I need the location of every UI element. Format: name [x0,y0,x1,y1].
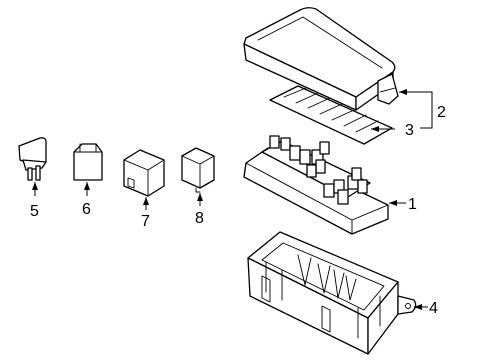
callout-7: 7 [141,213,150,230]
fuse-block-modules [269,135,368,205]
leader-lines [32,89,433,310]
lower-housing [247,231,417,355]
callout-5: 5 [30,203,39,220]
callout-4: 4 [429,300,438,317]
callout-8: 8 [195,210,204,227]
relay-medium [181,147,215,193]
fuse-label-sheet [269,85,393,145]
fuse-block [243,135,389,235]
callout-6: 6 [82,201,91,218]
fuse-box-cover [243,7,399,111]
relay-large [123,149,165,197]
callout-1: 1 [408,196,417,213]
blade-fuse [18,137,47,181]
callout-2: 2 [437,104,446,121]
callout-3: 3 [405,122,414,139]
small-relay [73,143,103,181]
